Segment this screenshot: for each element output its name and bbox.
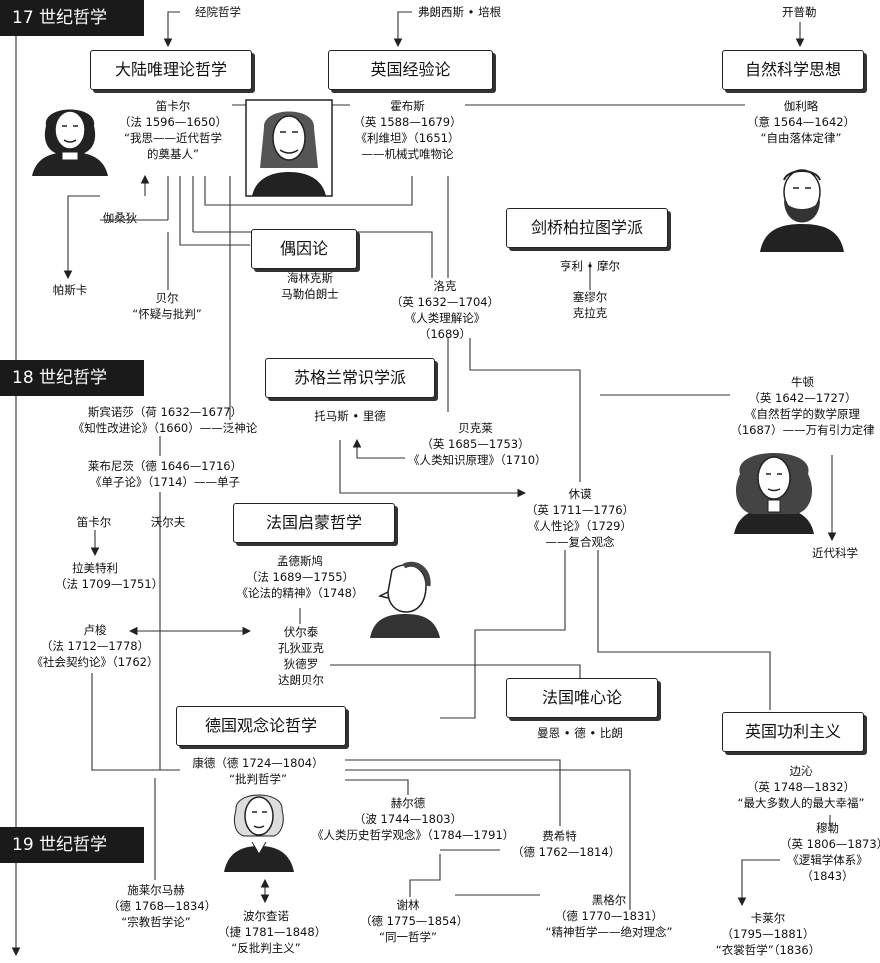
person-spinoza: 斯宾诺莎（荷 1632—1677） 《知性改进论》（1660）——泛神论 (72, 405, 258, 435)
school-occasionalism: 偶因论 (251, 229, 357, 269)
portrait-hobbes (245, 99, 333, 197)
person-carlyle: 卡莱尔 （1795—1881） “衣裳哲学”（1836） (715, 911, 821, 957)
school-french-idealism: 法国唯心论 (506, 678, 658, 718)
person-maine-de-biran: 曼恩 • 德 • 比朗 (537, 726, 623, 740)
school-british-utilitarianism: 英国功利主义 (722, 712, 864, 752)
person-lamettrie: 拉美特利 （法 1709—1751） (55, 561, 164, 591)
portrait-newton (734, 453, 814, 534)
person-locke: 洛克 （英 1632—1704） 《人类理解论》 （1689） (390, 279, 500, 341)
person-rousseau: 卢梭 （法 1712—1778） 《社会契约论》（1762） (31, 623, 159, 669)
school-continental-rationalism: 大陆唯理论哲学 (90, 50, 252, 90)
person-schelling: 谢林 （德 1775—1854） “同一哲学” (360, 898, 469, 944)
person-galileo: 伽利略 （意 1564—1642） “自由落体定律” (746, 99, 856, 145)
person-kant: 康德（德 1724—1804） “批判哲学” (192, 756, 324, 786)
person-bayle: 贝尔 “怀疑与批判” (132, 291, 202, 321)
school-german-idealism: 德国观念论哲学 (176, 706, 346, 746)
school-scottish-common-sense: 苏格兰常识学派 (265, 358, 435, 398)
person-bolzano: 波尔查诺 （捷 1781—1848） “反批判主义” (218, 909, 327, 955)
modern-science: 近代科学 (812, 546, 858, 560)
person-reid: 托马斯 • 里德 (314, 409, 386, 423)
school-natural-science: 自然科学思想 (722, 50, 864, 90)
person-bentham: 边沁 （英 1748—1832） “最大多数人的最大幸福” (737, 764, 865, 810)
cambridge-members: 亨利 • 摩尔 塞缪尔 克拉克 (559, 259, 621, 320)
person-leibniz: 莱布尼茨（德 1646—1716） 《单子论》（1714）——单子 (87, 459, 243, 489)
person-descartes-ref: 笛卡尔 (76, 515, 112, 529)
school-cambridge-platonists: 剑桥柏拉图学派 (506, 208, 668, 248)
person-berkeley: 贝克莱 （英 1685—1753） 《人类知识原理》（1710） (408, 421, 547, 467)
person-voltaire-group: 伏尔泰 孔狄亚克 狄德罗 达朗贝尔 (278, 625, 324, 687)
portrait-montesquieu (370, 561, 440, 638)
person-newton: 牛顿 （英 1642—1727） 《自然哲学的数学原理 （1687）——万有引力… (730, 375, 875, 437)
portrait-kant (224, 794, 294, 872)
period-18th: 18 世纪哲学 (0, 360, 144, 396)
school-british-empiricism: 英国经验论 (328, 50, 493, 90)
person-hegel: 黑格尔 （德 1770—1831） “精神哲学——绝对理念” (545, 893, 673, 939)
school-french-enlightenment: 法国启蒙哲学 (233, 503, 395, 543)
person-schleiermacher: 施莱尔马赫 （德 1768—1834） “宗教哲学论” (108, 883, 217, 929)
portrait-galileo (760, 169, 844, 252)
person-fichte: 费希特 （德 1762—1814） (512, 829, 621, 859)
period-19th: 19 世纪哲学 (0, 827, 144, 863)
source-kepler: 开普勒 (782, 5, 817, 19)
person-wolff: 沃尔夫 (150, 515, 186, 529)
source-scholastic: 经院哲学 (195, 5, 241, 19)
portrait-descartes (32, 109, 108, 176)
person-geulincx: 海林克斯 马勒伯朗士 (281, 271, 339, 301)
person-mill: 穆勒 （英 1806—1873） 《逻辑学体系》 （1843） (780, 821, 880, 883)
period-17th: 17 世纪哲学 (0, 0, 144, 36)
person-hume: 休谟 （英 1711—1776） 《人性论》（1729） ——复合观念 (525, 487, 635, 549)
person-hobbes: 霍布斯 （英 1588—1679） 《利维坦》（1651） ——机械式唯物论 (353, 99, 462, 161)
source-bacon: 弗朗西斯 • 培根 (418, 5, 502, 19)
person-descartes: 笛卡尔 （法 1596—1650） “我思——近代哲学 的奠基人” (118, 99, 228, 161)
person-gassendi: 伽桑狄 (102, 211, 138, 225)
person-pascal: 帕斯卡 (52, 283, 88, 297)
person-herder: 赫尔德 （波 1744—1803） 《人类历史哲学观念》（1784—1791） (312, 796, 515, 842)
person-montesquieu: 孟德斯鸠 （法 1689—1755） 《论法的精神》（1748） (236, 554, 364, 600)
